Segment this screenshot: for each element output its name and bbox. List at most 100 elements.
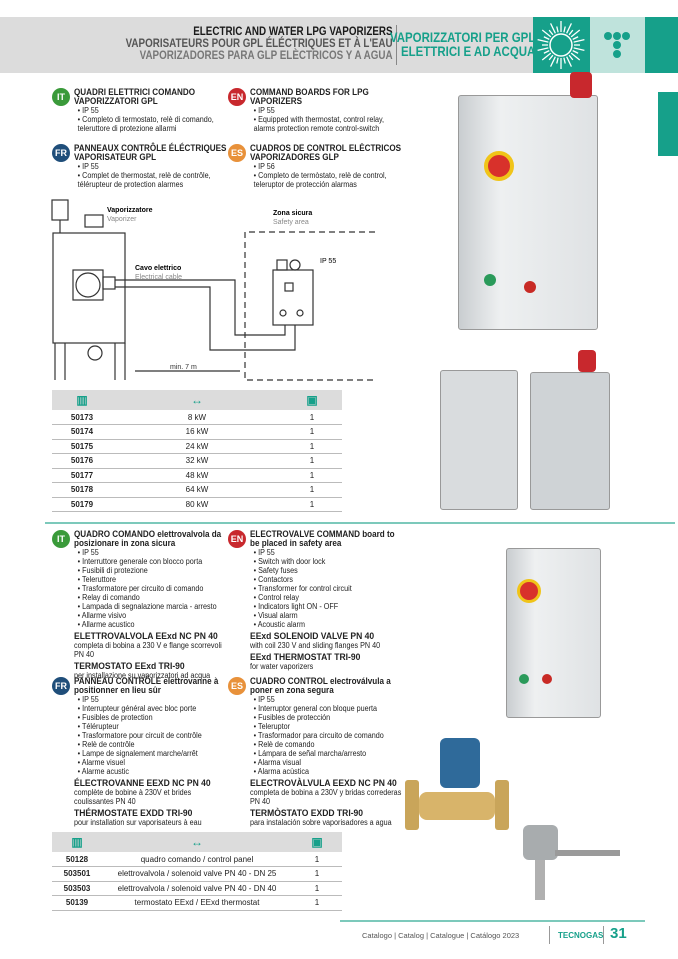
code-column-icon: ▥ xyxy=(52,390,112,410)
footer-divider xyxy=(340,920,645,922)
product-spec: 64 kW xyxy=(112,482,282,498)
tecnogas-logo-icon xyxy=(590,17,645,73)
quantity: 1 xyxy=(282,468,342,483)
feature-list: IP 55Switch with door lockSafety fusesCo… xyxy=(254,548,403,629)
feature-item: Interruttore generale con blocco porta xyxy=(78,557,227,566)
feature-item: Completo di termostato, relè di comando,… xyxy=(78,115,227,133)
product-spec: 16 kW xyxy=(112,424,282,440)
product-code: 50173 xyxy=(52,410,112,425)
cable-label-en: Electrical cable xyxy=(135,274,182,281)
vaporizer-label-en: Vaporizer xyxy=(107,216,137,223)
product-spec: termostato EExd / EExd thermostat xyxy=(102,895,292,911)
feature-item: Trasformatore pour circuit de contrôle xyxy=(78,731,227,740)
feature-item: Allarme acustico xyxy=(78,620,227,629)
feature-list: IP 56Completo de termòstato, relè de con… xyxy=(254,162,403,189)
title-rest: elettrovalvola da posizionare in zona si… xyxy=(74,529,222,548)
product-code: 50128 xyxy=(52,852,102,867)
main-switch-icon xyxy=(517,579,541,603)
feature-item: Acoustic alarm xyxy=(254,620,403,629)
product-spec: elettrovalvola / solenoid valve PN 40 - … xyxy=(102,866,292,882)
feature-item: Switch with door lock xyxy=(254,557,403,566)
product-code: 50179 xyxy=(52,497,112,512)
feature-item: Teleruptor xyxy=(254,722,403,731)
power-column-icon: ↔ xyxy=(112,390,282,410)
block-title: PANNEAUX CONTRÔLE ÉLÉCTRIQUES VAPORISATE… xyxy=(74,143,227,162)
product-spec: 32 kW xyxy=(112,453,282,469)
title-bold: ELECTROVALVE COMMAND xyxy=(250,529,360,539)
feature-item: IP 55 xyxy=(78,162,227,171)
feature-item: Alarma visual xyxy=(254,758,403,767)
title-bold: QUADRO COMANDO xyxy=(74,529,155,539)
language-badge-fr: FR xyxy=(52,677,70,695)
product-title: ÉLECTROVANNE EEXD NC PN 40 xyxy=(74,778,211,789)
quantity: 1 xyxy=(282,497,342,512)
title-fr: VAPORISATEURS POUR GPL ÉLÉCTRIQUES ET À … xyxy=(126,36,393,50)
feature-list: IP 55Equipped with thermostat, control r… xyxy=(254,106,403,133)
product-spec: 48 kW xyxy=(112,468,282,483)
feature-item: Equipped with thermostat, control relay,… xyxy=(254,115,403,133)
feature-item: Teleruttore xyxy=(78,575,227,584)
description-column-icon: ↔ xyxy=(102,832,292,852)
product-title: ELETTROVALVOLA EExd NC PN 40 xyxy=(74,631,218,642)
block-title: QUADRO COMANDO elettrovalvola da posizio… xyxy=(74,530,227,548)
quantity: 1 xyxy=(292,895,342,911)
feature-item: Complet de thermostat, relè de contrôle,… xyxy=(78,171,227,189)
feature-item: Lampe de signalement marche/arrêt xyxy=(78,749,227,758)
feature-item: Relay di comando xyxy=(78,593,227,602)
feature-item: Télérupteur xyxy=(78,722,227,731)
product-desc: for water vaporizers xyxy=(250,662,314,671)
title-rest: elettrovanne à positionner en lieu sûr xyxy=(74,676,219,695)
product-spec: quadro comando / control panel xyxy=(102,852,292,867)
product-title: EExd SOLENOID VALVE PN 40 xyxy=(250,631,375,642)
feature-item: IP 55 xyxy=(78,106,227,115)
feature-item: Lámpara de señal marcha/arresto xyxy=(254,749,403,758)
feature-item: IP 55 xyxy=(78,695,227,704)
quantity: 1 xyxy=(282,410,342,425)
product-desc: completa de bobina a 230V y bridas corre… xyxy=(250,788,402,806)
quantity: 1 xyxy=(282,453,342,469)
feature-item: IP 55 xyxy=(254,548,403,557)
product-desc: complète de bobine à 230V et brides coul… xyxy=(74,788,192,806)
code-column-icon: ▥ xyxy=(52,832,102,852)
language-badge-es: ES xyxy=(228,144,246,162)
feature-list: IP 55Interruttore generale con blocco po… xyxy=(78,548,227,629)
title-it-line1: VAPORIZZATORI PER GPL xyxy=(389,29,535,45)
product-spec: 80 kW xyxy=(112,497,282,512)
vaporizer-label: Vaporizzatore xyxy=(107,207,153,214)
title-bold: PANNEAU CONTRÔLE xyxy=(74,676,162,686)
quantity: 1 xyxy=(282,482,342,498)
feature-item: Transformer for control circuit xyxy=(254,584,403,593)
quantity: 1 xyxy=(292,866,342,882)
block-title: CUADRO CONTROL electroválvula a poner en… xyxy=(250,677,403,695)
feature-item: IP 55 xyxy=(254,106,403,115)
safety-area-label: Zona sicura xyxy=(273,210,312,217)
footer-catalog: Catalogo | Catalog | Catalogue | Catálog… xyxy=(362,931,520,940)
product-spec: 8 kW xyxy=(112,410,282,425)
title-rest: electroválvula a poner en zona segura xyxy=(250,676,391,695)
header-accent xyxy=(645,17,678,73)
quantity: 1 xyxy=(292,852,342,867)
red-light-icon xyxy=(524,281,536,293)
description-es: CUADRO CONTROL electroválvula a poner en… xyxy=(250,677,403,828)
title-rest: board to be placed in safety area xyxy=(250,529,395,548)
feature-item: Contactors xyxy=(254,575,403,584)
cable-label: Cavo elettrico xyxy=(135,265,181,272)
product-spec: elettrovalvola / solenoid valve PN 40 - … xyxy=(102,881,292,896)
product-code: 50176 xyxy=(52,453,112,469)
feature-item: Allarme visivo xyxy=(78,611,227,620)
feature-item: Interrupteur général avec bloc porte xyxy=(78,704,227,713)
description-en: COMMAND BOARDS FOR LPG VAPORIZERSIP 55Eq… xyxy=(250,88,403,134)
product-code: 503501 xyxy=(52,866,102,882)
main-switch-icon xyxy=(484,151,514,181)
feature-item: Indicators light ON - OFF xyxy=(254,602,403,611)
language-badge-fr: FR xyxy=(52,144,70,162)
solenoid-valve-photo xyxy=(405,738,509,830)
feature-item: Trasformatore per circuito di comando xyxy=(78,584,227,593)
section-tab[interactable] xyxy=(658,92,678,156)
sun-logo-icon xyxy=(533,17,590,73)
